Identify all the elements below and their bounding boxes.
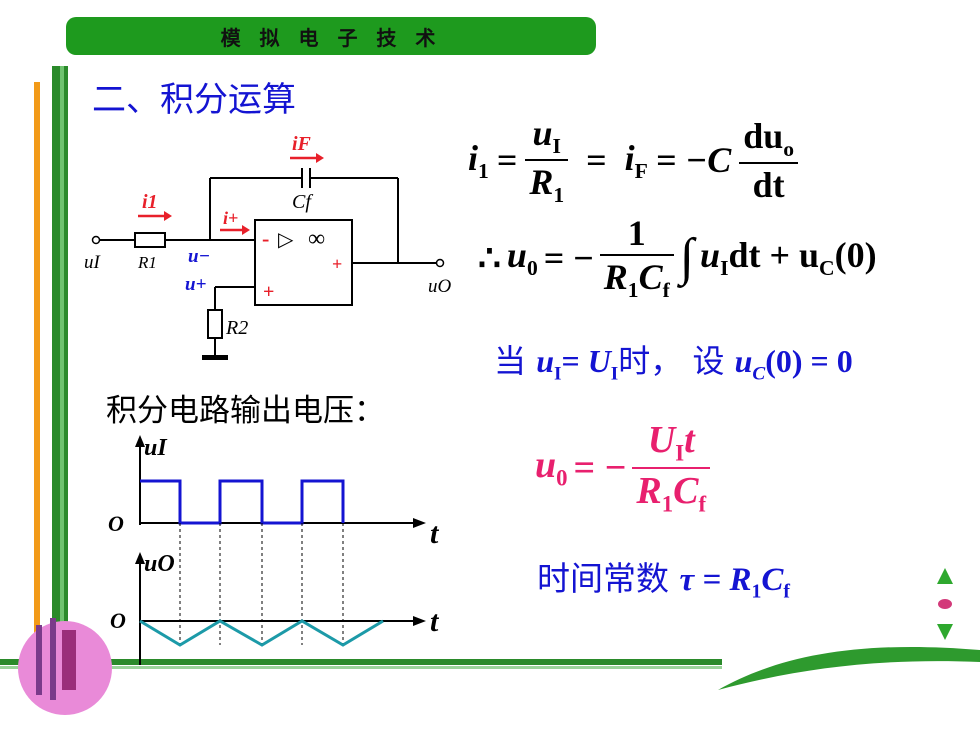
eq1-fraction: uI R1 [525,112,569,208]
eq2-u0: u0 [506,235,538,281]
eq1-derivative: duo dt [739,115,799,206]
iF-arrowhead [316,153,324,163]
circle-bar-3 [62,630,76,690]
eq2-equals-minus: = − [543,237,594,278]
equation-integral: ∴ u0 = − 1 R1Cf ∫ uIdt + uC(0) [478,212,877,303]
opamp-minus-sign: - [262,226,269,251]
input-terminal [91,235,101,245]
label-i1: i1 [142,191,158,213]
opamp-triangle-icon: ▷ [278,229,294,251]
eq1-i1: i1 [468,137,489,183]
opamp-plus-sign: + [263,281,274,303]
result-u0: u0 [535,444,568,491]
resistor-r1 [134,232,166,248]
eq2-fraction: 1 R1Cf [599,212,674,303]
integral-sign: ∫ [679,229,695,287]
origin-label-1: O [108,511,124,536]
label-iplus: i+ [223,208,238,228]
output-t-label: t [430,605,440,638]
bottom-light-line [0,666,722,669]
scroll-dot-icon [938,599,952,609]
label-uminus: u− [188,246,210,267]
opamp-output-plus: + [332,254,342,274]
eq1-iF: iF [624,137,648,183]
eq2-integrand: uIdt + uC(0) [700,235,877,281]
opamp-infinity: ∞ [308,226,325,252]
circle-bar-2 [50,618,56,700]
input-y-arrowhead [135,435,145,447]
label-uO: uO [428,276,452,297]
section-title: 二、积分运算 [92,80,296,120]
bottom-green-line [0,659,722,665]
label-Cf: Cf [292,191,313,213]
input-x-arrowhead [413,518,426,528]
scroll-down-icon[interactable] [937,624,953,640]
output-y-arrowhead [135,552,145,564]
eq1-minus-C: = −C [655,140,732,181]
label-uplus: u+ [185,274,206,295]
output-x-arrowhead [413,616,426,626]
i1-arrowhead [164,211,172,221]
ground-symbol [202,355,228,360]
left-green-bar-inner [60,66,64,656]
output-terminal [435,258,445,268]
input-axis-label: uI [144,435,168,461]
output-triangle-wave [139,619,384,647]
input-t-label: t [430,517,440,550]
waveform-plots: uI O t uO O t [108,435,440,665]
eq1-equals-2: = [586,140,607,181]
integrator-circuit: iF Cf i1 i+ uI R1 u− u+ R2 uO - ▷ ∞ + + [84,133,452,360]
result-equals: = − [573,446,627,489]
input-square-wave [140,479,345,525]
green-swoosh [718,646,980,690]
result-fraction: UIt R1Cf [632,418,711,517]
caption-output-voltage: 积分电路输出电压： [106,393,385,429]
circle-bar-1 [36,625,42,695]
iplus-arrowhead [242,225,250,235]
label-R1: R1 [137,253,157,272]
eq1-equals: = [496,140,518,181]
left-orange-bar [34,82,40,652]
scroll-up-icon[interactable] [937,568,953,584]
label-iF: iF [292,133,312,155]
resistor-r2 [207,309,223,339]
origin-label-2: O [110,608,126,633]
result-equation: u0 = − UIt R1Cf [535,418,711,517]
condition-line: 当 uI= UI时， 设 uC(0) = 0 [494,342,853,385]
time-constant: 时间常数 τ = R1Cf [537,559,790,603]
eq2-therefore: ∴ [478,237,501,278]
header-bar: 模 拟 电 子 技 术 [66,17,596,55]
label-R2: R2 [225,317,248,339]
header-title: 模 拟 电 子 技 术 [220,25,442,50]
label-uI: uI [84,252,102,273]
output-axis-label: uO [144,551,175,577]
equation-current: i1 = uI R1 = iF = −C duo dt [468,112,799,208]
